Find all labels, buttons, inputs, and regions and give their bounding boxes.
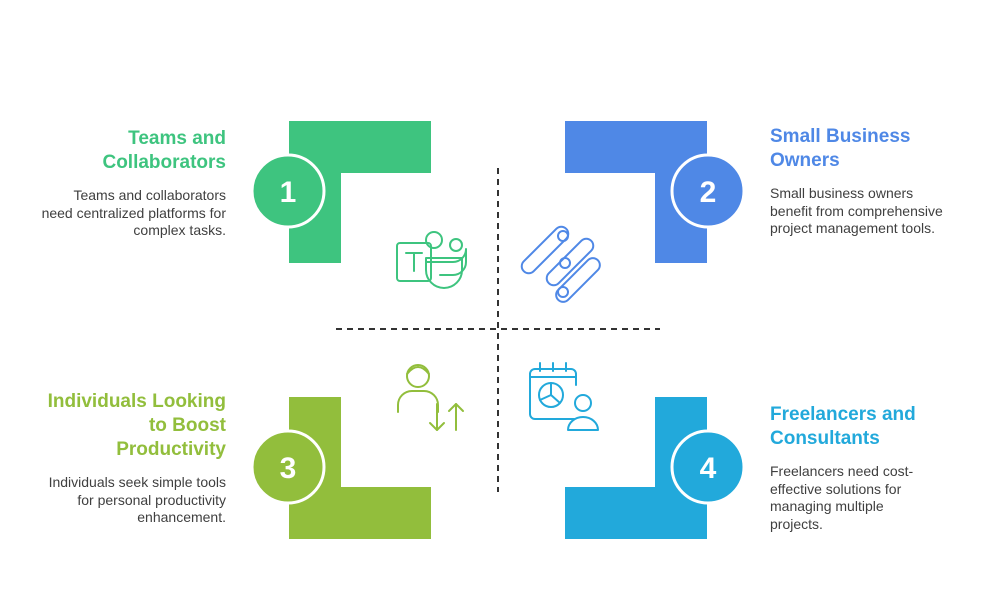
number-badge-3 [250,429,326,505]
quadrant-4-title: Freelancers and Consultants [770,404,916,449]
project-management-logo-icon [520,225,601,303]
quadrant-1-title: Teams and Collaborators [102,128,226,173]
bracket-shape-4 [565,397,707,539]
calendar-chart-user-icon [529,362,599,431]
number-label-4: 4 [700,452,717,485]
quadrant-1-description: Teams and collaborators need centralized… [41,187,226,238]
quadrant-2-description: Small business owners benefit from compr… [770,185,943,236]
teams-app-icon [396,231,467,289]
quadrant-3-description: Individuals seek simple tools for person… [48,474,226,525]
quadrant-4-description: Freelancers need cost-effective solution… [770,463,914,532]
number-badge-1 [250,153,326,229]
person-sort-arrows-icon [397,364,464,431]
quadrant-2-title: Small Business Owners [770,126,911,171]
quadrant-1-text: Teams and Collaborators Teams and collab… [40,127,226,240]
number-badge-2 [670,153,746,229]
bracket-shape-2 [565,121,707,263]
quadrant-3-text: Individuals Looking to Boost Productivit… [40,390,226,527]
number-label-2: 2 [700,176,717,209]
number-badge-4 [670,429,746,505]
number-label-1: 1 [280,176,297,209]
quadrant-2-text: Small Business Owners Small business own… [770,125,950,238]
quadrant-3-title: Individuals Looking to Boost Productivit… [47,391,226,460]
quadrant-4-text: Freelancers and Consultants Freelancers … [770,403,930,533]
bracket-shape-3 [289,397,431,539]
number-label-3: 3 [280,452,297,485]
bracket-shape-1 [289,121,431,263]
